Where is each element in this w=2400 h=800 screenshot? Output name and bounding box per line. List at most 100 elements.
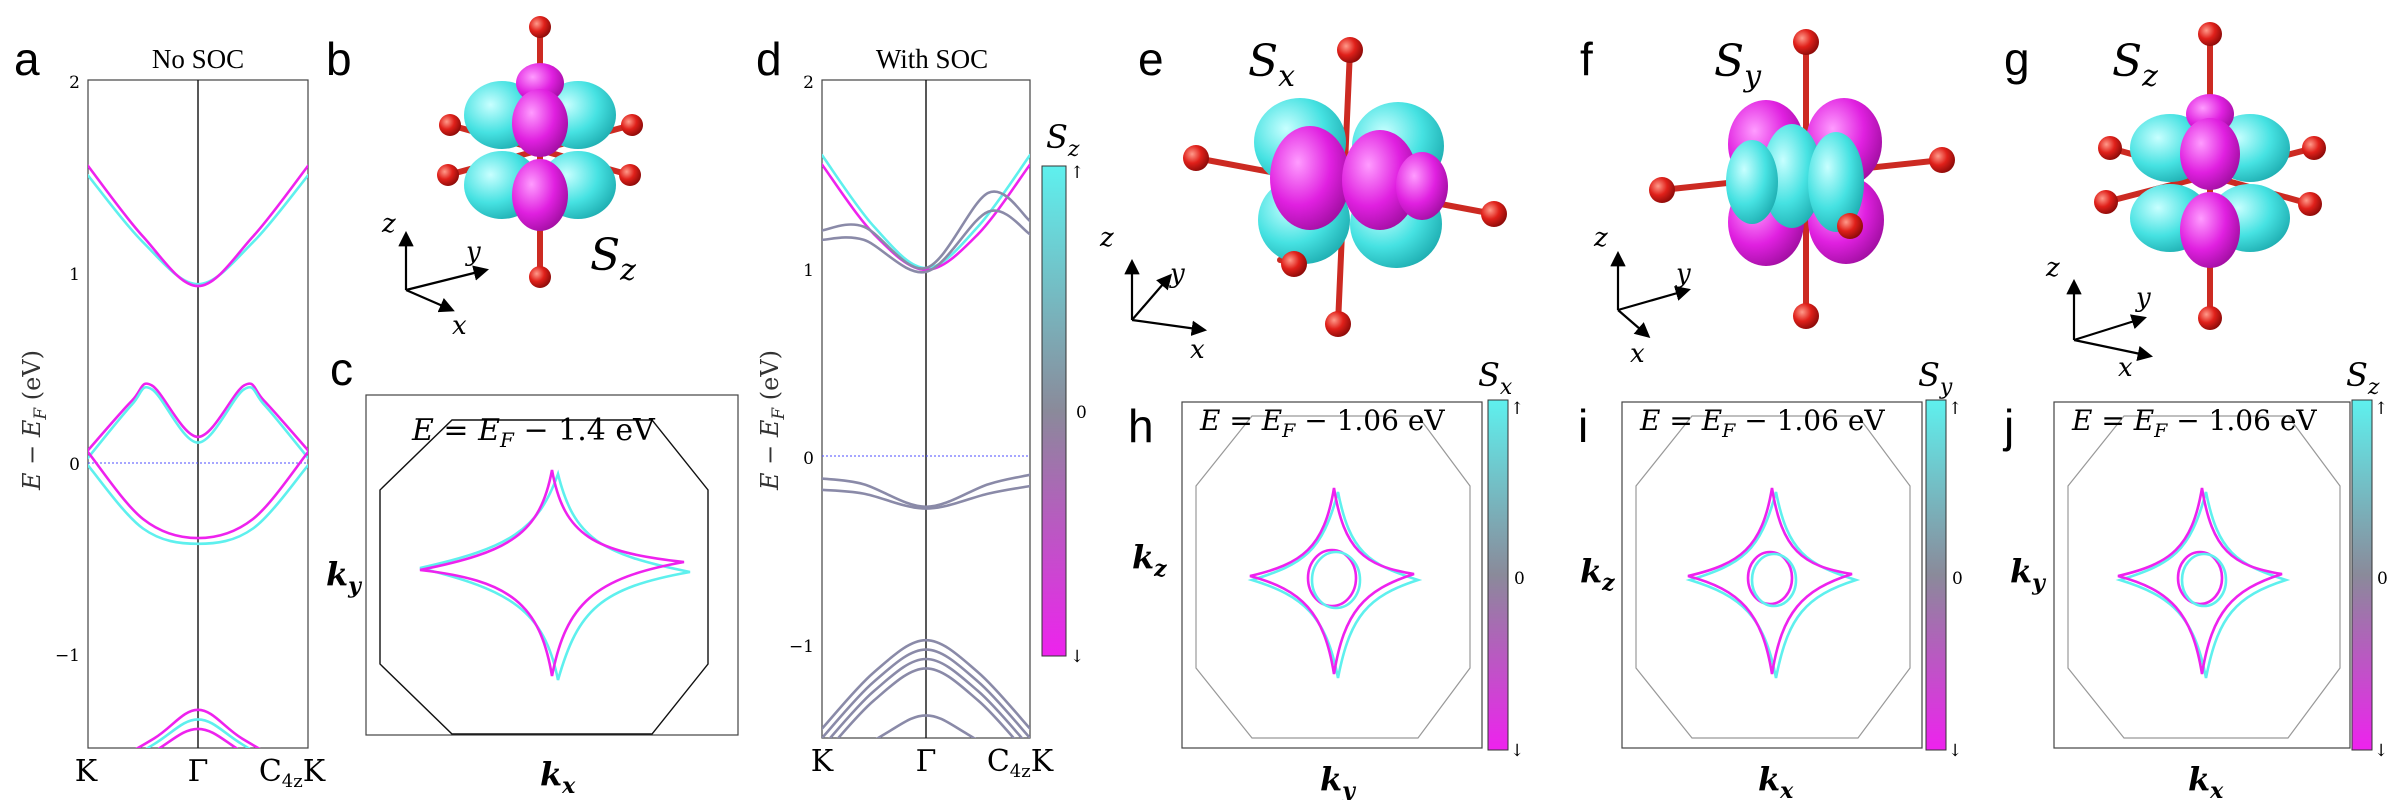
- panel-letter-d: d: [756, 33, 782, 85]
- panel-j-brillouin-zone: [2067, 415, 2341, 739]
- ytick-2: 2: [803, 73, 814, 93]
- orbital-b: [437, 16, 643, 288]
- panel-i-frame: [1621, 401, 1923, 749]
- panel-a-band-plot: No SOC 2 1 0 −1 E − EF (eV) K Γ C4zK: [18, 44, 326, 792]
- triad-y: y: [1675, 259, 1691, 289]
- ytick-1: 1: [803, 261, 814, 281]
- colorbar-top: ↑: [1948, 399, 1962, 419]
- panel-a-kpt-Gamma: Γ: [188, 754, 209, 789]
- panel-d-kpt-K: K: [811, 744, 834, 779]
- ytick-2: 2: [69, 73, 80, 93]
- ytick-m1: −1: [55, 646, 80, 666]
- ytick-1: 1: [69, 265, 80, 285]
- panel-f-axis-triad: z y x: [1593, 223, 1691, 369]
- panel-c-frame: [365, 394, 739, 736]
- panel-i-contours: [1685, 487, 1861, 679]
- panel-c-brillouin-zone: [379, 419, 709, 735]
- panel-j-xlabel: kx: [2188, 760, 2224, 800]
- panel-i-colorbar: Sy ↑ 0 ↓: [1918, 356, 1963, 761]
- colorbar-top: ↑: [2374, 399, 2388, 419]
- ytick-0: 0: [69, 455, 80, 475]
- panel-i-xlabel: kx: [1758, 760, 1794, 800]
- panel-h-colorbar: Sx ↑ 0 ↓: [1478, 356, 1525, 761]
- panel-h-contours: [1247, 487, 1423, 679]
- triad-z: z: [381, 209, 396, 239]
- colorbar-top: ↑: [1510, 399, 1524, 419]
- band-line-d-9: [836, 667, 1016, 738]
- colorbar-mid: 0: [2377, 569, 2388, 589]
- panel-h-brillouin-zone: [1195, 415, 1471, 739]
- panel-e-axis-triad: z y x: [1099, 223, 1208, 365]
- band-line-d-6: [822, 638, 1030, 730]
- triad-x: x: [2118, 353, 2133, 383]
- panel-letter-b: b: [326, 33, 352, 85]
- band-line-a-7: [145, 718, 251, 748]
- panel-d-title: With SOC: [876, 44, 988, 74]
- colorbar-bottom: ↓: [2374, 741, 2388, 761]
- colorbar-label: Sx: [1478, 356, 1513, 400]
- panel-letter-i: i: [1578, 400, 1588, 452]
- triad-x: x: [1630, 339, 1645, 369]
- panel-a-ylabel: E − EF (eV): [18, 350, 51, 491]
- panel-c-fermi-surface: E = EF − 1.4 eV kx ky: [326, 394, 739, 799]
- panel-a-kpt-C4zK: C4zK: [259, 754, 326, 792]
- band-line-a-6: [135, 708, 261, 748]
- panel-i-ylabel: kz: [1580, 552, 1615, 596]
- panel-d-kpt-C4zK: C4zK: [987, 744, 1054, 782]
- triad-x: x: [452, 311, 467, 341]
- panel-h-frame: [1181, 401, 1483, 749]
- panel-i-equation: E = EF − 1.06 eV: [1639, 404, 1885, 442]
- panel-c-contours: [419, 469, 691, 681]
- panel-letter-h: h: [1128, 400, 1154, 452]
- panel-j-frame: [2053, 401, 2351, 749]
- triad-y: y: [2135, 283, 2151, 313]
- band-line-d-4: [822, 473, 1030, 509]
- colorbar-label: Sz: [2346, 356, 2380, 400]
- ytick-m1: −1: [789, 637, 814, 657]
- panel-d-colorbar: Sz ↑ 0 ↓: [1041, 118, 1087, 667]
- triad-z: z: [2045, 253, 2060, 283]
- panel-d-bands: [822, 153, 1030, 738]
- panel-e-orbital-label: Sx: [1248, 36, 1295, 94]
- panel-b-orbital-render: Sz z y x: [381, 16, 643, 341]
- ytick-0: 0: [803, 449, 814, 469]
- band-line-d-2: [822, 190, 1030, 270]
- panel-f-orbital-label: Sy: [1714, 36, 1762, 94]
- panel-b-orbital-label: Sz: [590, 230, 636, 288]
- panel-j-ylabel: ky: [2010, 552, 2047, 596]
- panel-b-axis-triad: z y x: [381, 209, 489, 341]
- triad-y: y: [1169, 259, 1185, 289]
- panel-letter-c: c: [330, 343, 353, 395]
- panel-c-xlabel: kx: [540, 755, 576, 799]
- band-line-a-5: [88, 450, 308, 540]
- triad-y: y: [465, 237, 481, 267]
- panel-g-orbital-render: Sz z y x: [2045, 22, 2326, 383]
- panel-d-ylabel: E − EF (eV): [756, 350, 789, 491]
- panel-j-contours: [2115, 487, 2291, 679]
- panel-j-colorbar: Sz ↑ 0 ↓: [2346, 356, 2388, 761]
- panel-c-ylabel: ky: [326, 555, 363, 599]
- colorbar-bottom: ↓: [1948, 741, 1962, 761]
- band-line-d-7: [822, 648, 1030, 738]
- band-line-d-8: [828, 657, 1024, 738]
- band-line-a-2: [88, 382, 308, 452]
- panel-h-xlabel: ky: [1320, 760, 1357, 800]
- band-line-a-3: [88, 385, 308, 460]
- colorbar-mid: 0: [1076, 403, 1087, 423]
- colorbar-label: Sz: [1046, 118, 1080, 162]
- panel-e-orbital-render: Sx z y x: [1099, 36, 1507, 365]
- band-line-a-0: [88, 174, 308, 286]
- band-line-a-4: [88, 464, 308, 546]
- panel-h-fermi-surface: E = EF − 1.06 eV ky kz Sx ↑ 0 ↓: [1132, 356, 1525, 800]
- band-line-d-10: [875, 714, 977, 738]
- panel-letter-j: j: [2002, 400, 2014, 452]
- panel-a-kpt-K: K: [75, 754, 98, 789]
- panel-g-axis-triad: z y x: [2045, 253, 2154, 383]
- colorbar-bottom: ↓: [1510, 741, 1524, 761]
- panel-j-equation: E = EF − 1.06 eV: [2071, 404, 2317, 442]
- triad-x: x: [1190, 335, 1205, 365]
- panel-d-yticks: 2 1 0 −1: [789, 73, 814, 657]
- panel-g-orbital-label: Sz: [2112, 36, 2158, 94]
- band-line-a-1: [88, 164, 308, 288]
